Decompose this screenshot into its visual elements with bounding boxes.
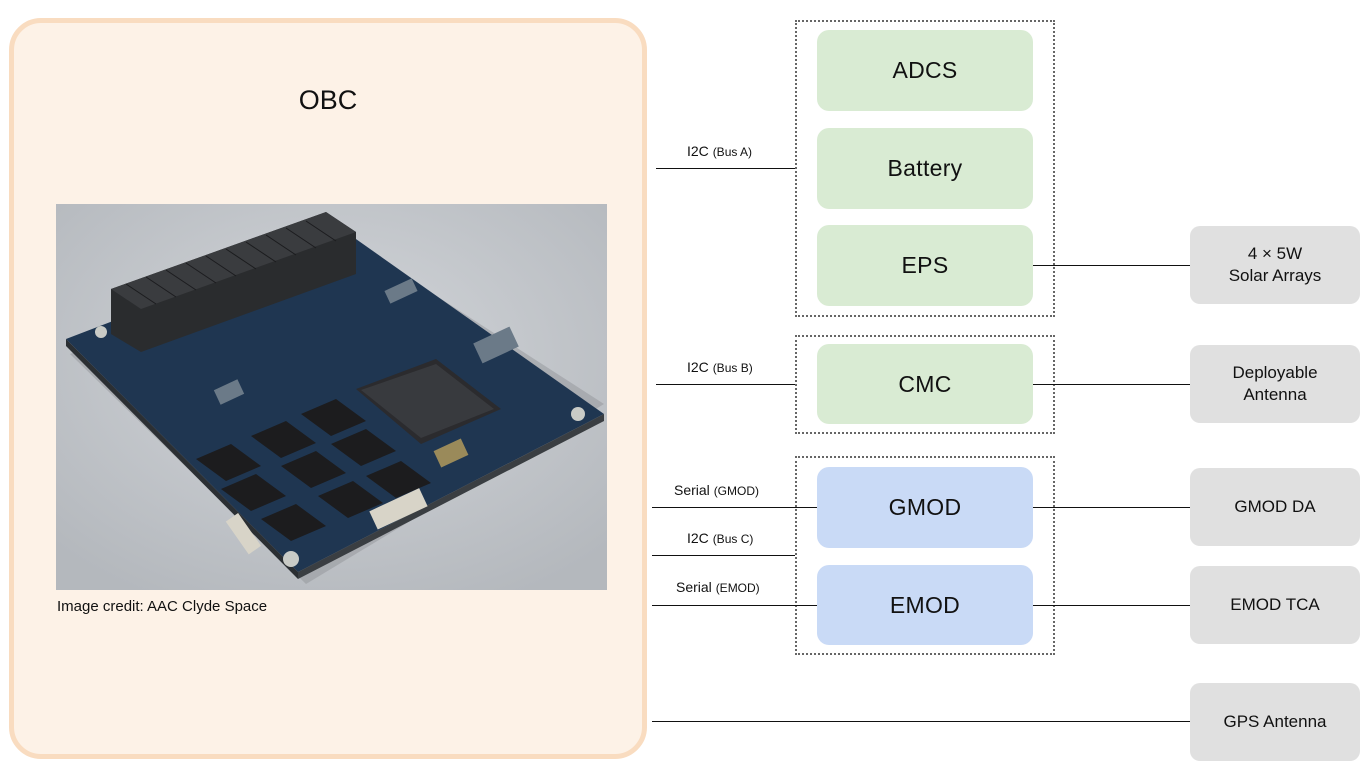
gps-line bbox=[652, 721, 1190, 722]
solar-arrays-label: Solar Arrays bbox=[1228, 266, 1322, 285]
emod-tca-line bbox=[1033, 605, 1190, 606]
gps-antenna-box: GPS Antenna bbox=[1190, 683, 1360, 761]
serial-emod-line bbox=[652, 605, 817, 606]
cmc-module: CMC bbox=[817, 344, 1033, 424]
deployable-antenna-line2: Antenna bbox=[1243, 385, 1307, 404]
bus-b-name: (Bus B) bbox=[712, 361, 753, 375]
serial-emod-label: Serial (EMOD) bbox=[676, 579, 760, 595]
serial-gmod-protocol: Serial bbox=[674, 482, 710, 498]
cmc-antenna-line bbox=[1033, 384, 1190, 385]
gmod-da-line bbox=[1033, 507, 1190, 508]
bus-b-line bbox=[656, 384, 795, 385]
serial-emod-name: (EMOD) bbox=[715, 581, 760, 595]
solar-arrays-box: 4 × 5W Solar Arrays bbox=[1190, 226, 1360, 304]
obc-board-photo bbox=[56, 204, 607, 590]
bus-c-label: I2C (Bus C) bbox=[687, 530, 753, 546]
gmod-module: GMOD bbox=[817, 467, 1033, 548]
solar-arrays-count: 4 × 5W bbox=[1247, 244, 1303, 263]
bus-a-line bbox=[656, 168, 795, 169]
eps-solar-line bbox=[1033, 265, 1190, 266]
obc-title: OBC bbox=[298, 85, 358, 115]
i2c-bus-a-group bbox=[795, 20, 1055, 317]
eps-module: EPS bbox=[817, 225, 1033, 306]
emod-module: EMOD bbox=[817, 565, 1033, 645]
bus-a-protocol: I2C bbox=[687, 143, 709, 159]
bus-c-line bbox=[652, 555, 795, 556]
serial-gmod-label: Serial (GMOD) bbox=[674, 482, 759, 498]
emod-tca-box: EMOD TCA bbox=[1190, 566, 1360, 644]
bus-a-name: (Bus A) bbox=[712, 145, 753, 159]
bus-b-label: I2C (Bus B) bbox=[687, 359, 753, 375]
gmod-da-box: GMOD DA bbox=[1190, 468, 1360, 546]
gmod-da-label: GMOD DA bbox=[1234, 497, 1316, 516]
adcs-module: ADCS bbox=[817, 30, 1033, 111]
serial-gmod-name: (GMOD) bbox=[713, 484, 760, 498]
battery-module: Battery bbox=[817, 128, 1033, 209]
bus-b-protocol: I2C bbox=[687, 359, 709, 375]
image-credit: Image credit: AAC Clyde Space bbox=[57, 598, 268, 615]
bus-c-protocol: I2C bbox=[687, 530, 709, 546]
emod-tca-label: EMOD TCA bbox=[1230, 595, 1320, 614]
serial-bus-c-group bbox=[795, 456, 1055, 655]
deployable-antenna-line1: Deployable bbox=[1232, 363, 1318, 382]
serial-gmod-line bbox=[652, 507, 817, 508]
circuit-board-illustration bbox=[56, 204, 607, 590]
deployable-antenna-box: Deployable Antenna bbox=[1190, 345, 1360, 423]
gps-antenna-label: GPS Antenna bbox=[1223, 712, 1327, 731]
bus-a-label: I2C (Bus A) bbox=[687, 143, 752, 159]
serial-emod-protocol: Serial bbox=[676, 579, 712, 595]
bus-c-name: (Bus C) bbox=[712, 532, 754, 546]
